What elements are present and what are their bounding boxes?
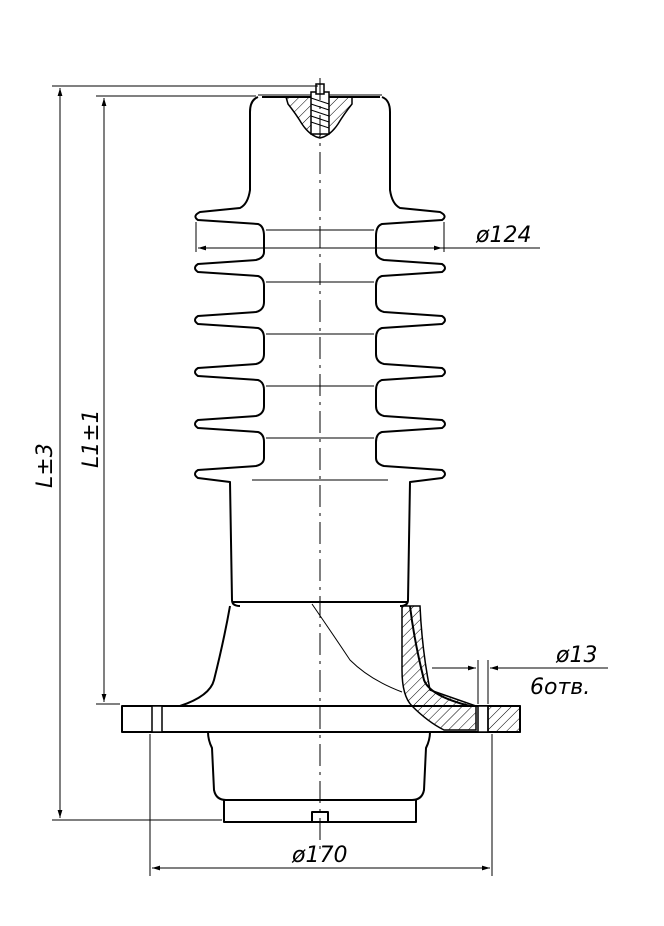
overall-length-dimension	[52, 85, 318, 821]
flange-diameter-dimension	[149, 734, 493, 876]
insulator-length-dimension	[96, 95, 256, 705]
shed-diameter-dimension	[195, 222, 540, 252]
hole-diameter-dimension	[432, 660, 608, 704]
top-cap-section	[285, 83, 353, 139]
hole-diameter-label: ø13	[555, 643, 597, 668]
flange-base	[121, 601, 521, 823]
flange-diameter-label: ø170	[291, 843, 347, 868]
insulator-length-label: L1±1	[79, 409, 104, 468]
shed-diameter-label: ø124	[475, 223, 531, 248]
overall-length-label: L±3	[33, 443, 58, 488]
hole-count-label: 6отв.	[530, 675, 590, 700]
